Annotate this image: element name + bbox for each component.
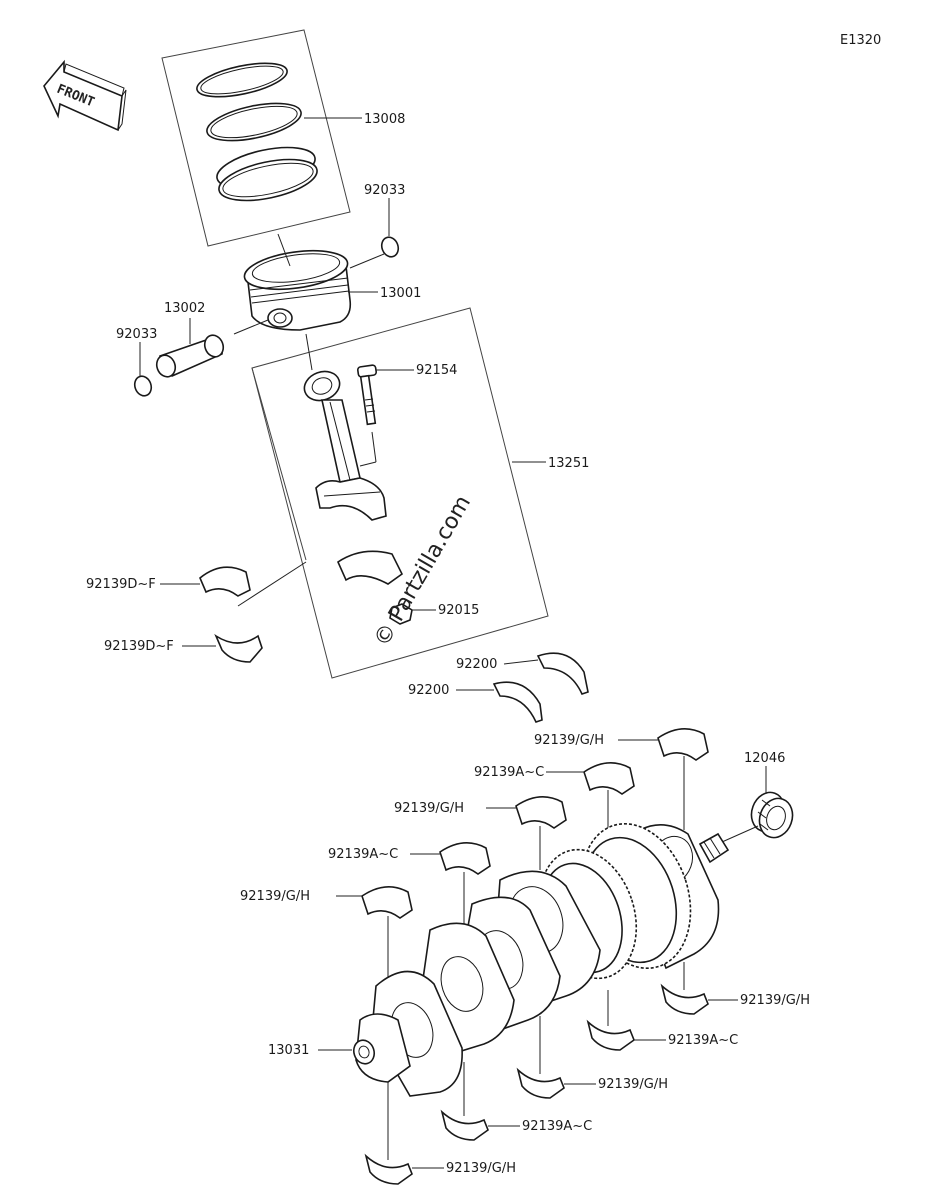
connecting-rod-bolt — [356, 364, 378, 426]
callout-12046: 12046 — [744, 751, 785, 766]
piston-pin-circlip-right — [380, 236, 400, 258]
main-bearing-upper-3 — [515, 796, 567, 829]
callout-92015: 92015 — [438, 603, 479, 618]
connecting-rod-bearing-upper — [199, 566, 251, 597]
piston-ring-top — [196, 62, 288, 98]
main-bearing-upper-2 — [583, 762, 635, 795]
thrust-washer-1 — [536, 652, 589, 695]
callout-92139DF-2: 92139D~F — [104, 639, 174, 654]
callout-92139GH-5: 92139/G/H — [598, 1077, 668, 1092]
piston-ring-set-box — [161, 29, 351, 247]
callout-92154: 92154 — [416, 363, 457, 378]
callout-92139AC-2: 92139A~C — [328, 847, 398, 862]
callout-92139GH-4: 92139/G/H — [740, 993, 810, 1008]
piston-ring-second — [206, 102, 302, 142]
main-bearing-lower-2 — [586, 1019, 635, 1051]
main-bearing-upper-5 — [361, 886, 413, 919]
callout-92139GH-2: 92139/G/H — [394, 801, 464, 816]
connecting-rod — [303, 370, 387, 521]
callout-13008: 13008 — [364, 112, 405, 127]
needle-bearing — [750, 791, 794, 839]
callout-92200-1: 92200 — [456, 657, 497, 672]
connecting-rod-cap — [336, 550, 404, 585]
piston-pin-circlip-left — [133, 375, 153, 397]
piston-pin — [155, 334, 225, 378]
callout-92139DF-1: 92139D~F — [86, 577, 156, 592]
callout-92200-2: 92200 — [408, 683, 449, 698]
main-bearing-lower-3 — [516, 1067, 565, 1099]
main-bearing-lower-1 — [660, 983, 709, 1015]
main-bearing-lower-4 — [440, 1109, 489, 1141]
callout-92139GH-6: 92139/G/H — [446, 1161, 516, 1176]
thrust-washer-2 — [492, 681, 543, 723]
main-bearing-lower-5 — [364, 1153, 413, 1185]
connecting-rod-box — [251, 307, 549, 679]
main-bearing-upper-1 — [657, 728, 709, 761]
callout-13002: 13002 — [164, 301, 205, 316]
callout-13031: 13031 — [268, 1043, 309, 1058]
connecting-rod-nut — [389, 603, 413, 625]
main-bearing-upper-4 — [439, 842, 491, 875]
callout-92139GH-3: 92139/G/H — [240, 889, 310, 904]
callout-92139AC-1: 92139A~C — [474, 765, 544, 780]
diagram-code: E1320 — [840, 33, 881, 48]
piston — [243, 249, 352, 331]
callout-92033-right: 92033 — [364, 183, 405, 198]
callout-92139AC-3: 92139A~C — [668, 1033, 738, 1048]
front-arrow-icon: FRONT — [43, 59, 127, 132]
callout-13251: 13251 — [548, 456, 589, 471]
callout-92139AC-4: 92139A~C — [522, 1119, 592, 1134]
callout-92139GH-1: 92139/G/H — [534, 733, 604, 748]
crankshaft — [352, 823, 730, 1097]
callout-13001: 13001 — [380, 286, 421, 301]
callout-92033-left: 92033 — [116, 327, 157, 342]
piston-ring-oil — [216, 146, 318, 202]
connecting-rod-bearing-lower — [214, 633, 263, 663]
